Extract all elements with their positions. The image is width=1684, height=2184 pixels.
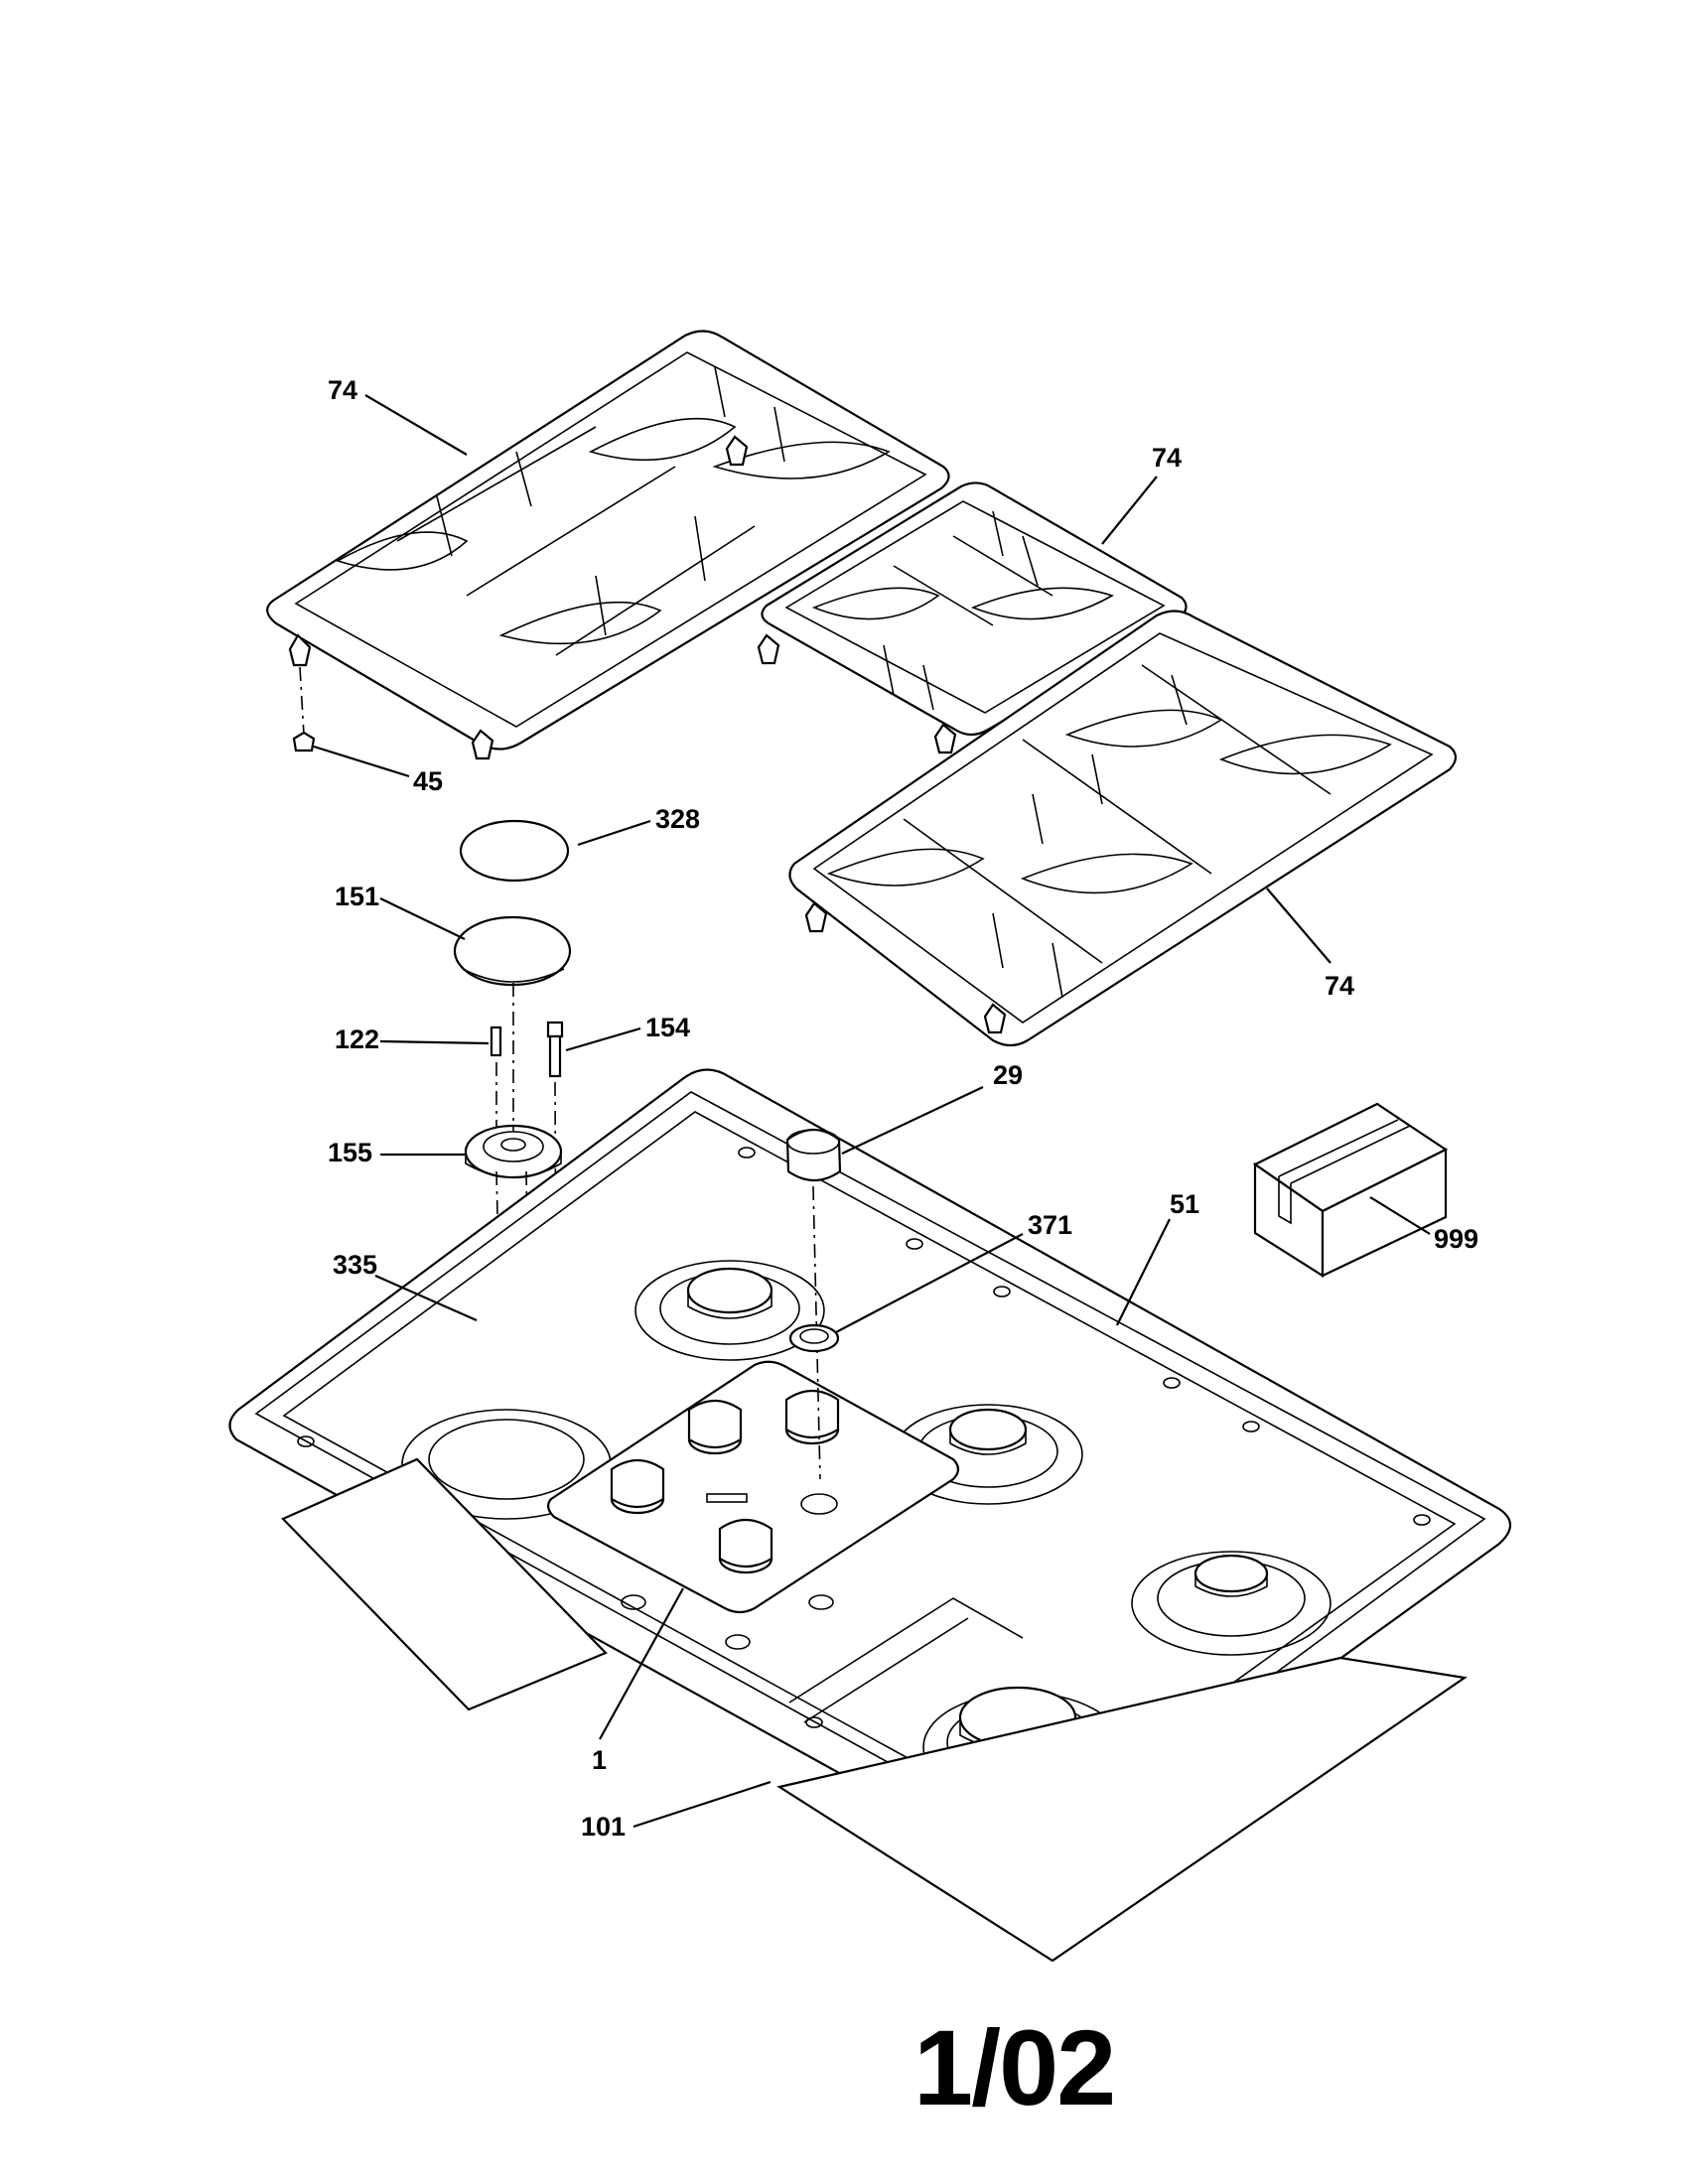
bezel-part [788,1323,840,1353]
foot-part [292,666,316,752]
electrode-part [546,1021,564,1311]
insulation-part [281,1457,1468,1963]
page-code: 1/02 [913,2007,1116,2127]
leader-lines [313,394,1431,1829]
burner-cap-top-part [459,819,570,883]
callout-154: 154 [645,1013,690,1042]
screw-part [490,1025,502,1152]
callout-45: 45 [413,766,443,796]
callout-328: 328 [655,804,700,834]
callout-999: 999 [1434,1224,1478,1254]
grate-top-left [266,330,950,760]
callout-74-middle: 74 [1152,443,1182,473]
callout-335: 335 [333,1250,377,1280]
control-panel-part [547,1360,960,1614]
callout-74-top-left: 74 [328,375,357,405]
callout-labels: 74 74 74 45 328 151 122 154 155 335 29 3… [328,375,1478,1842]
burner-cap-part [453,915,572,987]
callout-101: 101 [581,1812,626,1842]
callout-1: 1 [592,1745,607,1775]
callout-29: 29 [993,1060,1023,1090]
callout-371: 371 [1028,1210,1072,1240]
grate-right [788,610,1458,1047]
kit-box-part [1252,1102,1449,1278]
callout-74-right: 74 [1325,971,1354,1001]
callout-155: 155 [328,1138,372,1167]
callout-122: 122 [335,1024,379,1054]
callout-151: 151 [335,882,379,911]
callout-51: 51 [1170,1189,1199,1219]
